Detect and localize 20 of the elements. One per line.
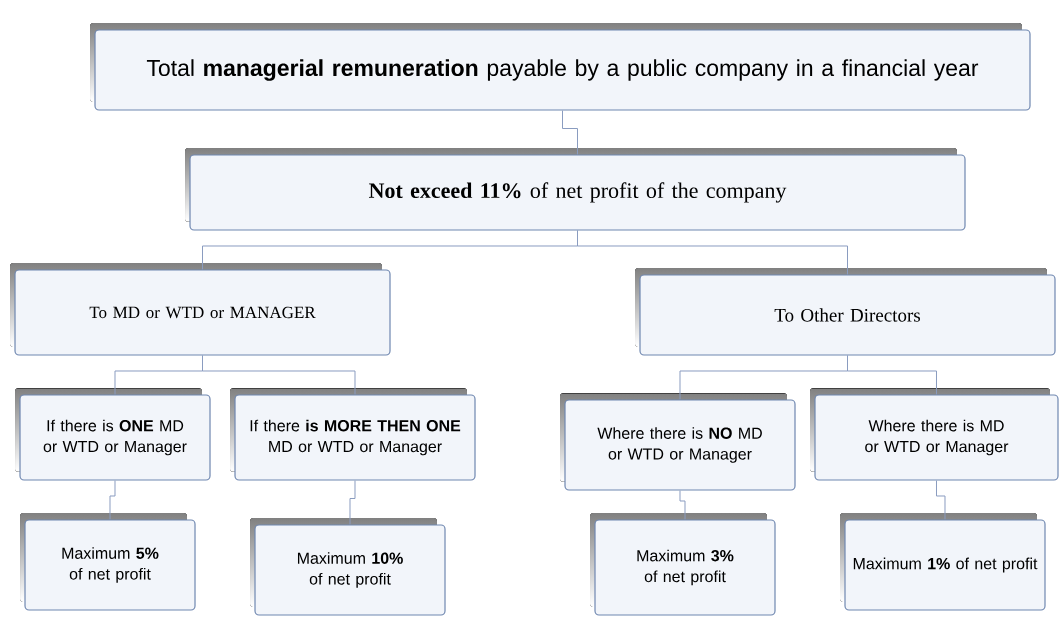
connector-line [679,490,686,520]
text-box: Maximum 5% of net profit [20,513,196,611]
connector-line [936,480,946,520]
text-box: Where there is NO MD or WTD or Manager [560,393,796,491]
text-box: Where there is MD or WTD or Manager [810,388,1059,481]
text-box: If there is MORE THEN ONE MD or WTD or Manager [230,388,476,481]
connector-line [562,110,578,155]
connector-line [847,355,937,395]
text-box: If there is ONE MD or WTD or Manager [15,388,211,481]
connector-line [202,355,356,395]
text-box: Maximum 1% of net profit [840,513,1046,611]
text-box: To Other Directors [635,268,1056,356]
text-box: Maximum 10% of net profit [250,518,446,616]
text-box: To MD or WTD or MANAGER [10,263,391,356]
text-box: Maximum 3% of net profit [590,513,776,616]
text-box: Not exceed 11% of net profit of the company [185,148,966,231]
connector-line [577,230,848,275]
text-box: Total managerial remuneration payable by a public company in a financial year [90,23,1031,111]
connector-line [109,480,116,520]
connector-line [349,480,356,525]
